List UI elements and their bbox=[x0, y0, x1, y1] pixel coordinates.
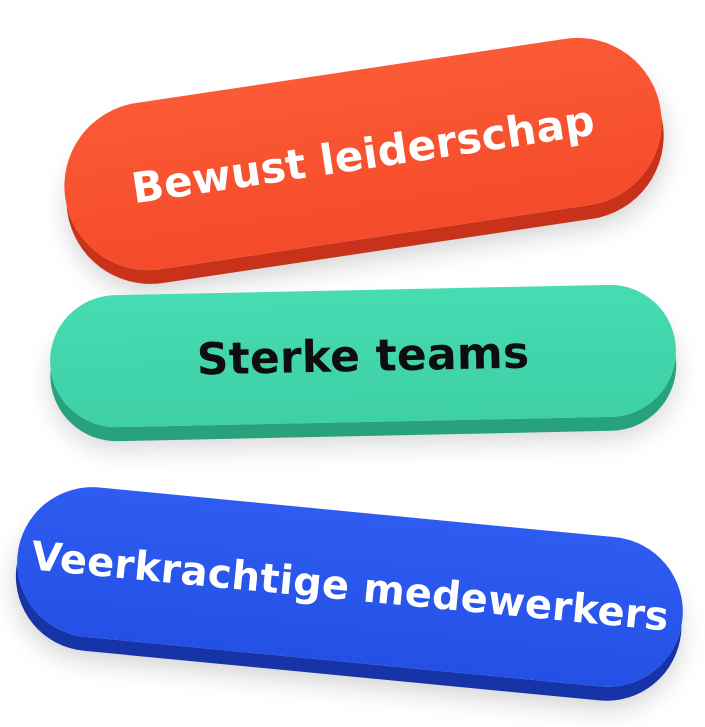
pill-green: Sterke teams bbox=[48, 283, 678, 429]
pill-label: Veerkrachtige medewerkers bbox=[29, 533, 671, 641]
pill-label: Bewust leiderschap bbox=[128, 95, 598, 213]
pill-veerkrachtige-medewerkers: Veerkrachtige medewerkers bbox=[10, 480, 690, 694]
pill-sterke-teams: Sterke teams bbox=[48, 283, 678, 429]
pill-label: Sterke teams bbox=[196, 327, 530, 385]
pill-blue: Veerkrachtige medewerkers bbox=[10, 480, 690, 694]
pill-red: Bewust leiderschap bbox=[52, 26, 674, 282]
pill-bewust-leiderschap: Bewust leiderschap bbox=[52, 26, 674, 282]
